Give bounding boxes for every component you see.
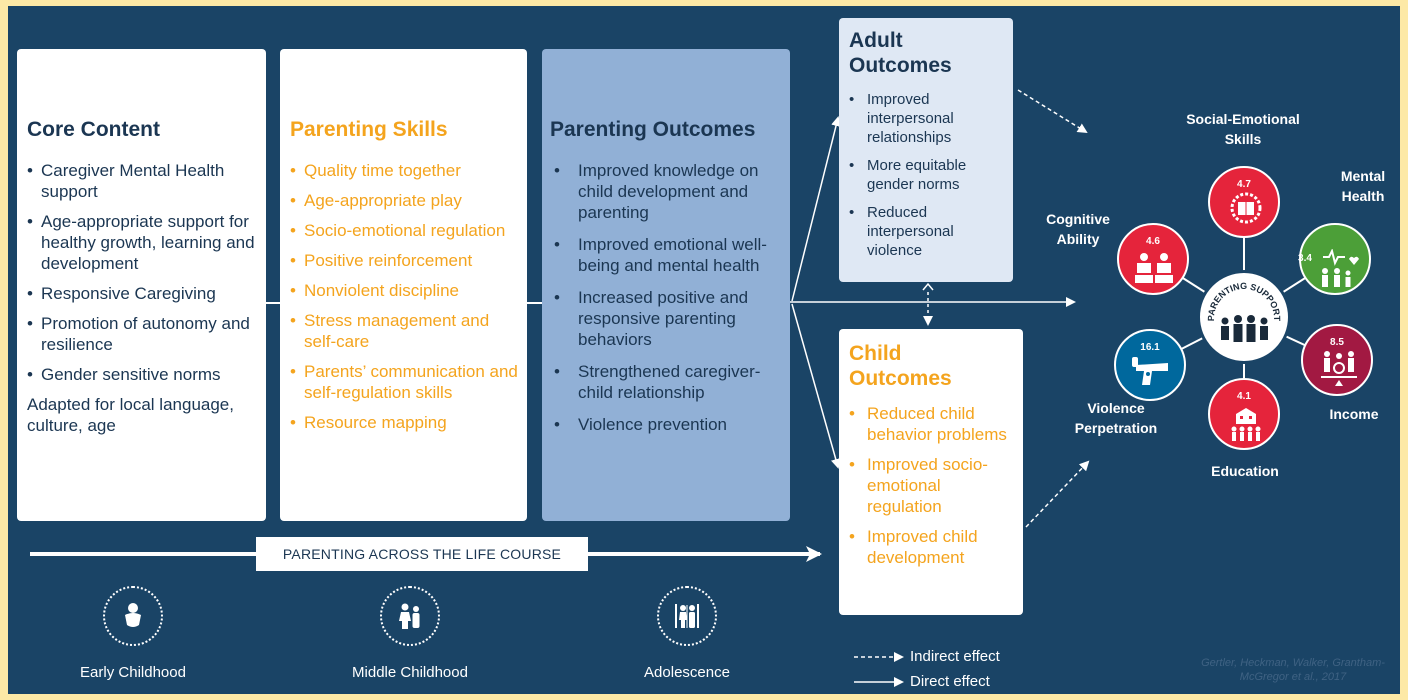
skill-item: Quality time together — [290, 160, 521, 181]
core-item: Promotion of autonomy and resilience — [27, 313, 256, 355]
label-social-emotional: Social-Emotional Skills — [1186, 111, 1300, 147]
skill-item: Nonviolent discipline — [290, 280, 521, 301]
diagram-canvas: Core Content Caregiver Mental Health sup… — [8, 6, 1400, 694]
svg-text:PARENTING SUPPORT: PARENTING SUPPORT — [1206, 281, 1282, 322]
child-outcome-item: Reduced child behavior problems — [849, 403, 1017, 445]
parenting-outcome-item: Increased positive and responsive parent… — [554, 287, 782, 350]
adult-child-link-arrowhead-up — [922, 282, 934, 291]
child-outcomes-list: Reduced child behavior problems Improved… — [849, 403, 1017, 568]
core-content-title: Core Content — [27, 118, 160, 141]
parenting-outcomes-title: Parenting Outcomes — [550, 118, 756, 141]
core-item: Caregiver Mental Health support — [27, 160, 256, 202]
stage-early-childhood: Early Childhood — [48, 586, 218, 681]
child-outcome-item: Improved socio-emotional regulation — [849, 454, 1017, 517]
child-to-wheel-dashed-arrow — [1025, 460, 1090, 528]
sdg-income: 8.5 — [1301, 324, 1373, 396]
sdg-education: 4.1 — [1208, 378, 1280, 450]
adult-outcome-item: Improved interpersonal relationships — [849, 90, 1007, 147]
school-icon — [1231, 408, 1261, 441]
parenting-skills-list: Quality time together Age-appropriate pl… — [290, 160, 521, 433]
core-content-list: Caregiver Mental Health support Age-appr… — [27, 160, 256, 385]
skill-item: Age-appropriate play — [290, 190, 521, 211]
parenting-outcome-item: Improved knowledge on child development … — [554, 160, 782, 223]
parenting-outcome-item: Violence prevention — [554, 414, 782, 435]
skill-item: Socio-emotional regulation — [290, 220, 521, 241]
sdg-social-emotional: 4.7 — [1208, 166, 1280, 238]
equality-icon — [1321, 351, 1357, 386]
parenting-outcome-item: Strengthened caregiver-child relationshi… — [554, 361, 782, 403]
parenting-support-hub: PARENTING SUPPORT — [1197, 270, 1291, 364]
sdg-violence: 16.1 — [1114, 329, 1186, 401]
skill-item: Stress management and self-care — [290, 310, 521, 352]
skill-item: Positive reinforcement — [290, 250, 521, 271]
gun-icon — [1132, 357, 1168, 385]
core-item: Responsive Caregiving — [27, 283, 256, 304]
parenting-outcomes-panel: Parenting Outcomes Improved knowledge on… — [542, 49, 790, 521]
heartbeat-family-icon — [1322, 249, 1359, 287]
child-outcomes-title: Child Outcomes — [849, 342, 952, 390]
adult-to-wheel-dashed-arrow — [1017, 89, 1088, 134]
skill-item: Parents’ communication and self-regulati… — [290, 361, 521, 403]
label-violence-perpetration: Violence Perpetration — [1074, 400, 1158, 436]
sdg-mental-health: 3.4 — [1298, 223, 1371, 295]
legend-indirect-label: Indirect effect — [910, 648, 1000, 665]
adult-outcomes-list: Improved interpersonal relationships Mor… — [849, 90, 1007, 260]
life-course-label: PARENTING ACROSS THE LIFE COURSE — [256, 537, 588, 571]
skill-item: Resource mapping — [290, 412, 521, 433]
children-icon — [380, 586, 440, 646]
parenting-skills-panel: Parenting Skills Quality time together A… — [280, 49, 527, 521]
child-outcomes-panel: Child Outcomes Reduced child behavior pr… — [839, 329, 1023, 615]
citation: Gertler, Heckman, Walker, Grantham-McGre… — [1201, 657, 1385, 683]
label-education: Education — [1211, 463, 1279, 479]
stage-middle-childhood: Middle Childhood — [325, 586, 495, 681]
legend-direct-label: Direct effect — [910, 673, 990, 690]
adult-outcome-item: More equitable gender norms — [849, 156, 1007, 194]
stage-label: Early Childhood — [80, 664, 186, 681]
stage-label: Middle Childhood — [352, 664, 468, 681]
label-cognitive-ability: Cognitive Ability — [1046, 211, 1110, 247]
parenting-outcomes-list: Improved knowledge on child development … — [554, 160, 782, 435]
label-income: Income — [1329, 406, 1379, 422]
reading-icon — [1135, 253, 1173, 283]
outcomes-to-adult-arrow — [791, 116, 841, 302]
parenting-skills-title: Parenting Skills — [290, 118, 448, 141]
outcomes-to-child-arrow — [791, 303, 841, 469]
family-icon: PARENTING SUPPORT — [1206, 281, 1282, 342]
baby-icon — [103, 586, 163, 646]
stage-label: Adolescence — [644, 664, 730, 681]
adult-outcomes-panel: Adult Outcomes Improved interpersonal re… — [839, 18, 1013, 282]
book-icon — [1230, 192, 1262, 224]
core-item: Gender sensitive norms — [27, 364, 256, 385]
adult-outcomes-title: Adult Outcomes — [849, 29, 952, 77]
core-content-footer: Adapted for local language, culture, age — [27, 395, 234, 435]
core-content-panel: Core Content Caregiver Mental Health sup… — [17, 49, 266, 521]
child-outcome-item: Improved child development — [849, 526, 1017, 568]
adult-outcome-item: Reduced interpersonal violence — [849, 203, 1007, 260]
sdg-cognitive: 4.6 — [1117, 223, 1189, 295]
label-mental-health: Mental Health — [1340, 168, 1386, 204]
parenting-outcome-item: Improved emotional well-being and mental… — [554, 234, 782, 276]
core-item: Age-appropriate support for healthy grow… — [27, 211, 256, 274]
teens-icon — [657, 586, 717, 646]
stage-adolescence: Adolescence — [602, 586, 772, 681]
